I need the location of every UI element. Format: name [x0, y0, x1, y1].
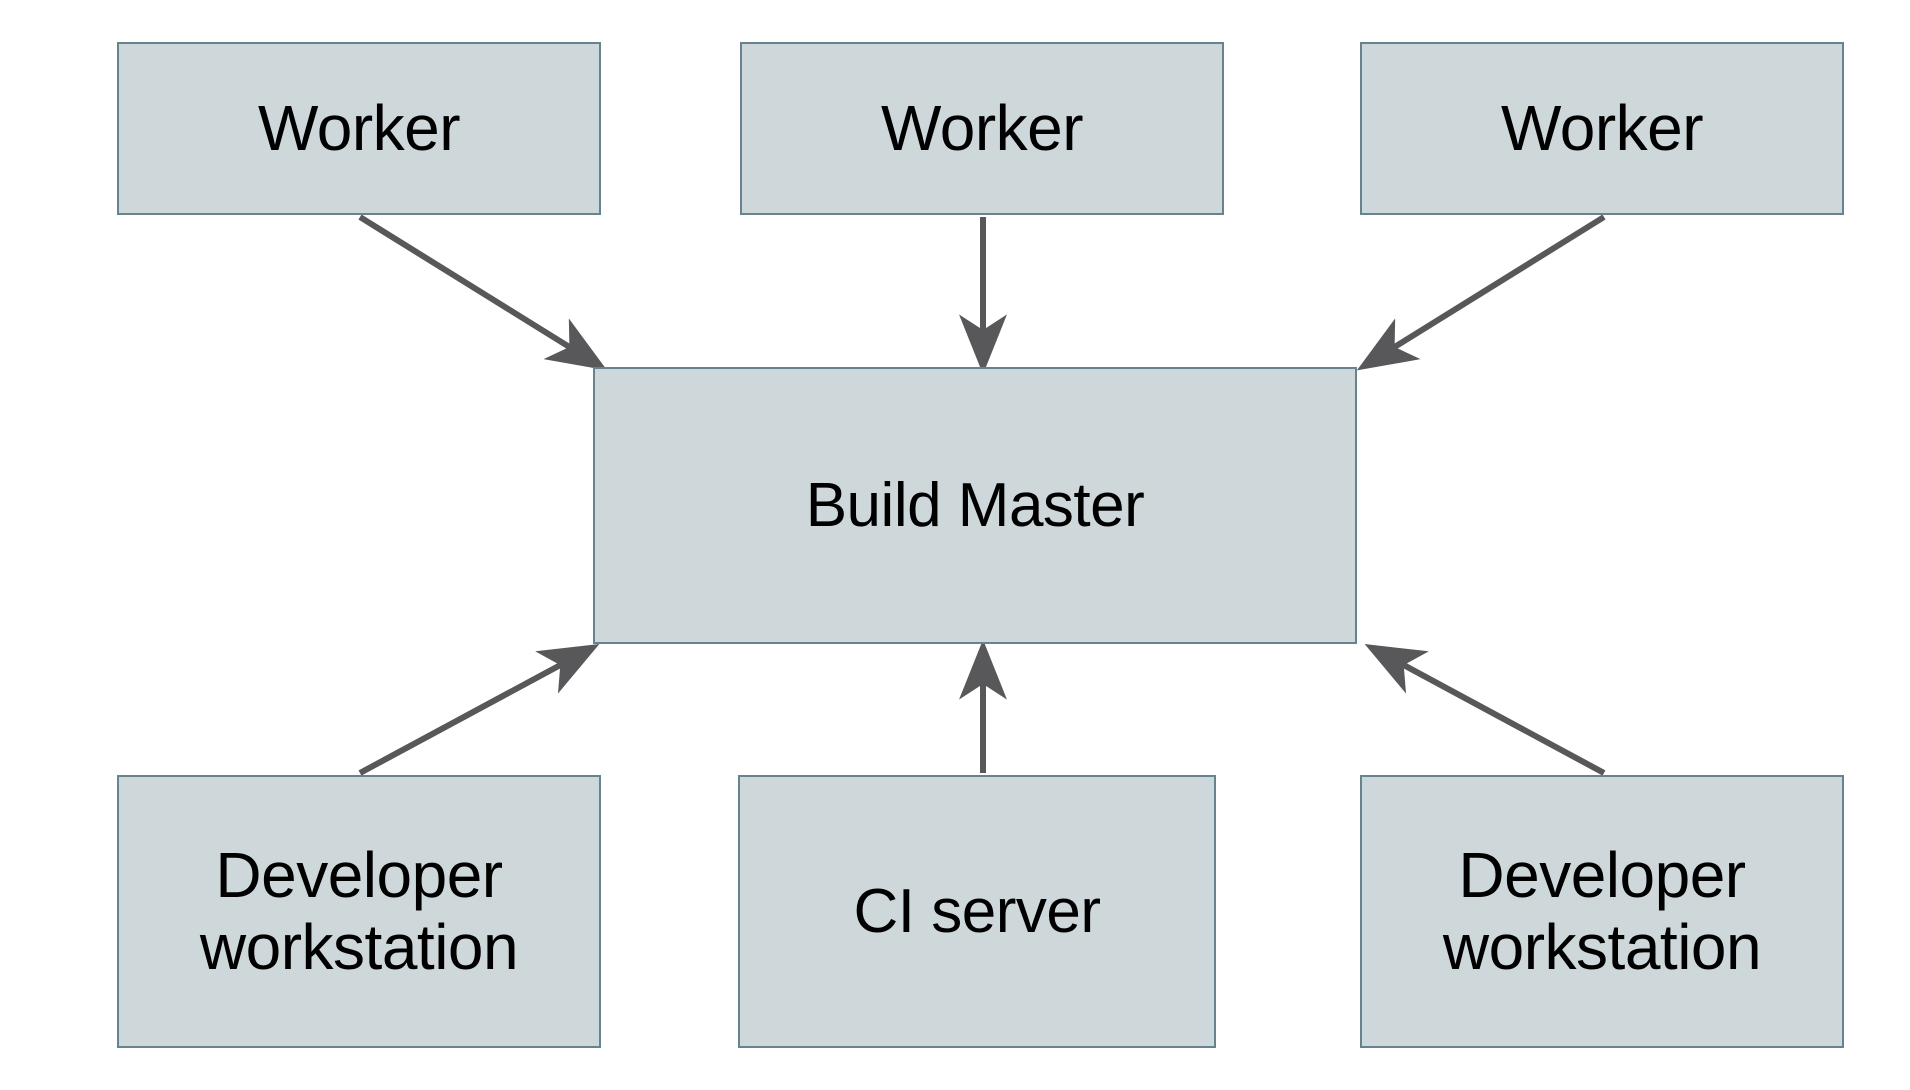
node-worker-3[interactable]: Worker	[1360, 42, 1844, 215]
node-label: Developer workstation	[199, 838, 519, 983]
node-label: CI server	[853, 876, 1101, 946]
node-dev-ws-right[interactable]: Developer workstation	[1360, 775, 1844, 1048]
node-worker-2[interactable]: Worker	[740, 42, 1224, 215]
node-dev-ws-left[interactable]: Developer workstation	[117, 775, 601, 1048]
node-label: Worker	[880, 91, 1084, 164]
node-label: Build Master	[805, 470, 1145, 540]
edge-worker3-to-master	[1356, 214, 1606, 371]
node-worker-1[interactable]: Worker	[117, 42, 601, 215]
node-label: Worker	[257, 91, 461, 164]
node-label: Worker	[1500, 91, 1704, 164]
node-build-master[interactable]: Build Master	[593, 367, 1357, 644]
node-label: Developer workstation	[1442, 838, 1762, 983]
node-ci-server[interactable]: CI server	[738, 775, 1216, 1048]
edge-worker1-to-master	[358, 214, 608, 371]
edge-devwsleft-to-master	[358, 644, 600, 776]
edge-devwsright-to-master	[1364, 644, 1606, 776]
